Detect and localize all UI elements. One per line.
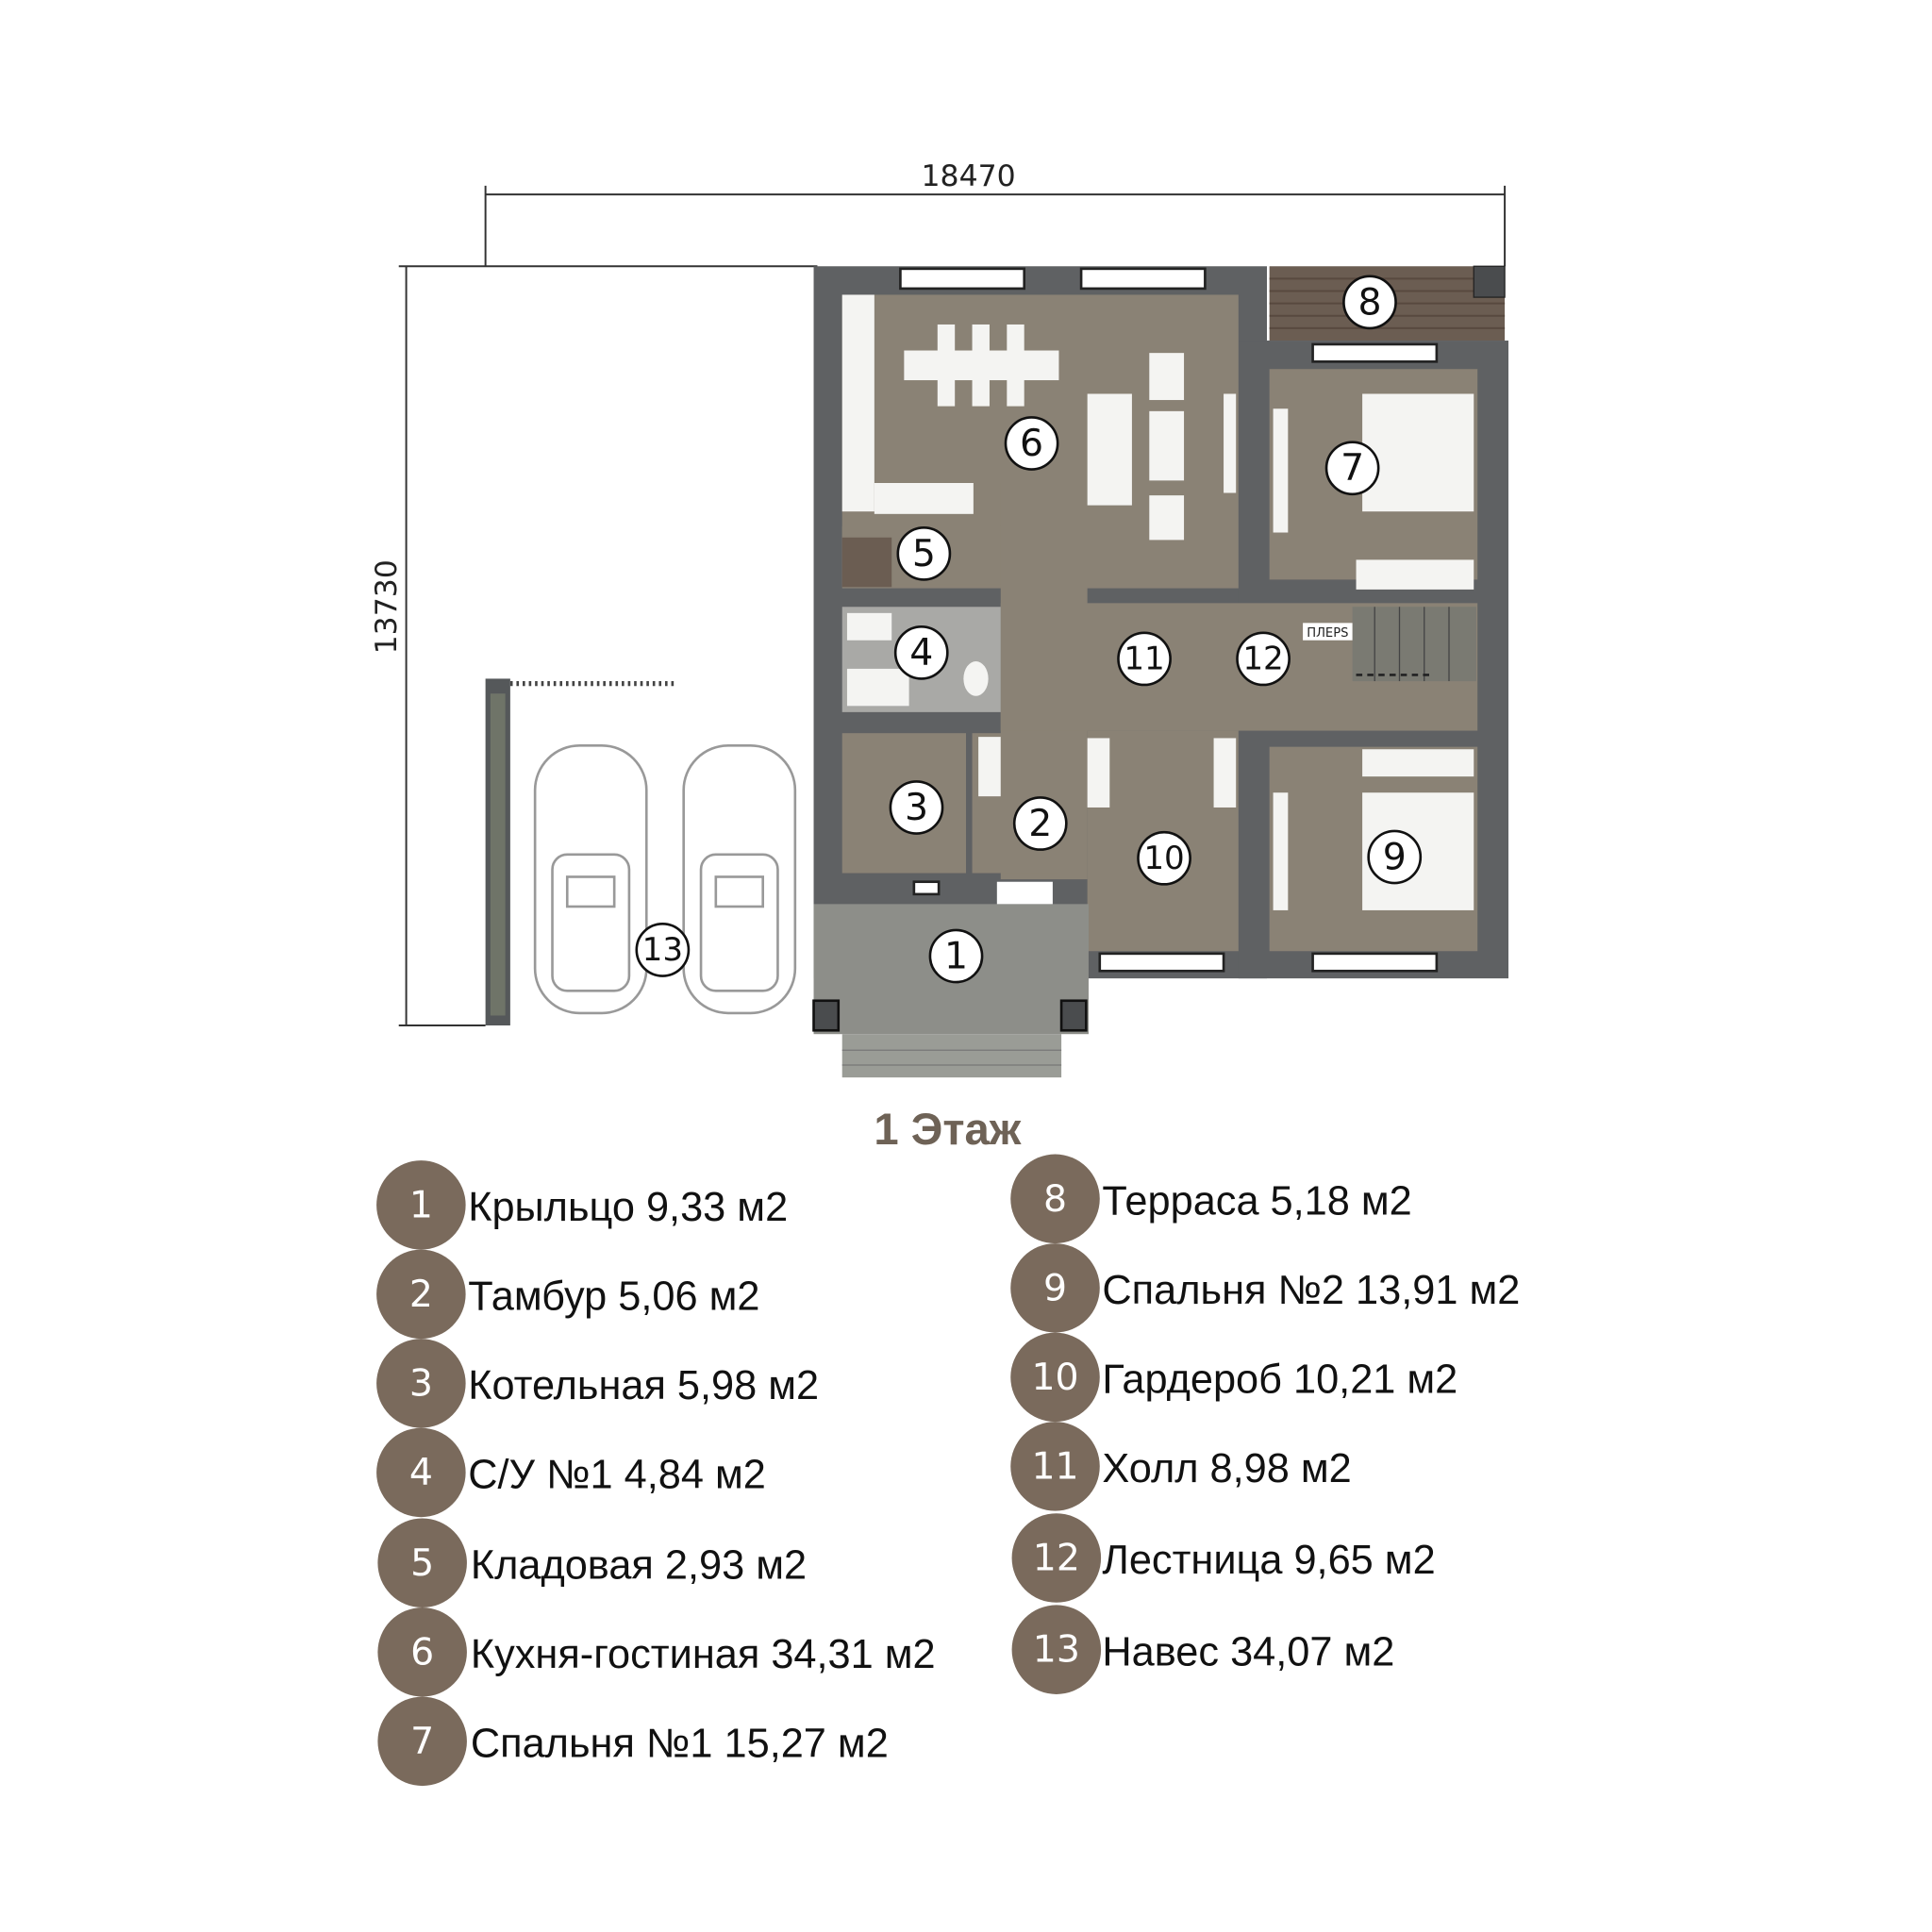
- legend-label: Гардероб 10,21 м2: [1102, 1357, 1457, 1402]
- legend-label: Терраса 5,18 м2: [1102, 1178, 1411, 1224]
- room-marker-4: 4: [909, 631, 933, 675]
- room-markers: [635, 275, 1423, 984]
- room-marker-1: 1: [944, 934, 968, 977]
- legend-badge: 1: [409, 1183, 433, 1226]
- legend-label: Крыльцо 9,33 м2: [468, 1185, 788, 1230]
- depth-dimension-label: 13730: [370, 559, 404, 654]
- legend: [376, 1154, 1102, 1787]
- room-marker-5: 5: [912, 532, 936, 575]
- room-marker-11: 11: [1124, 640, 1164, 677]
- room-marker-13: 13: [642, 931, 683, 969]
- legend-label: Холл 8,98 м2: [1102, 1446, 1351, 1491]
- legend-label: Кухня-гостиная 34,31 м2: [471, 1632, 936, 1677]
- legend-badge: 8: [1043, 1177, 1067, 1221]
- depth-dimension: [398, 265, 818, 1026]
- room-marker-9: 9: [1383, 835, 1407, 878]
- legend-label: С/У №1 4,84 м2: [468, 1453, 766, 1498]
- legend-label: Спальня №1 15,27 м2: [471, 1721, 889, 1766]
- legend-label: Котельная 5,98 м2: [468, 1363, 819, 1408]
- stair-label: ПЛЕРS: [1307, 626, 1348, 641]
- width-dimension: [484, 185, 1507, 267]
- carport: [485, 678, 797, 1026]
- legend-badge: 7: [410, 1720, 434, 1763]
- legend-label: Спальня №2 13,91 м2: [1102, 1268, 1520, 1313]
- room-marker-6: 6: [1020, 422, 1043, 465]
- room-marker-12: 12: [1242, 640, 1283, 677]
- windows: [899, 267, 1439, 973]
- legend-badge: 3: [409, 1361, 433, 1405]
- porch: [812, 881, 1089, 1078]
- legend-badge: 6: [410, 1630, 434, 1674]
- room-marker-2: 2: [1028, 802, 1052, 845]
- legend-badge: 12: [1033, 1537, 1080, 1580]
- room-marker-7: 7: [1341, 446, 1364, 490]
- legend-badge: 11: [1031, 1444, 1078, 1488]
- legend-label: Тамбур 5,06 м2: [468, 1274, 759, 1320]
- legend-badge: 9: [1043, 1266, 1067, 1309]
- car-icon: [533, 744, 648, 1015]
- legend-badge: 2: [409, 1273, 433, 1316]
- legend-badge: 5: [410, 1541, 434, 1585]
- staircase: ПЛЕРS: [1303, 607, 1476, 682]
- legend-badge: 4: [409, 1451, 433, 1494]
- legend-badge: 10: [1031, 1356, 1078, 1399]
- legend-badge: 13: [1033, 1628, 1080, 1672]
- legend-label: Кладовая 2,93 м2: [471, 1542, 807, 1588]
- room-marker-8: 8: [1357, 280, 1381, 324]
- legend-items: 1 Крыльцо 9,33 м2 2 Тамбур 5,06 м2 3 Кот…: [409, 1177, 1521, 1767]
- room-marker-10: 10: [1143, 840, 1184, 877]
- floor-title: 1 Этаж: [874, 1105, 1021, 1155]
- room-marker-3: 3: [905, 786, 928, 829]
- width-dimension-label: 18470: [922, 159, 1016, 193]
- car-icon: [682, 744, 797, 1015]
- legend-label: Навес 34,07 м2: [1102, 1629, 1394, 1674]
- legend-label: Лестница 9,65 м2: [1102, 1538, 1435, 1583]
